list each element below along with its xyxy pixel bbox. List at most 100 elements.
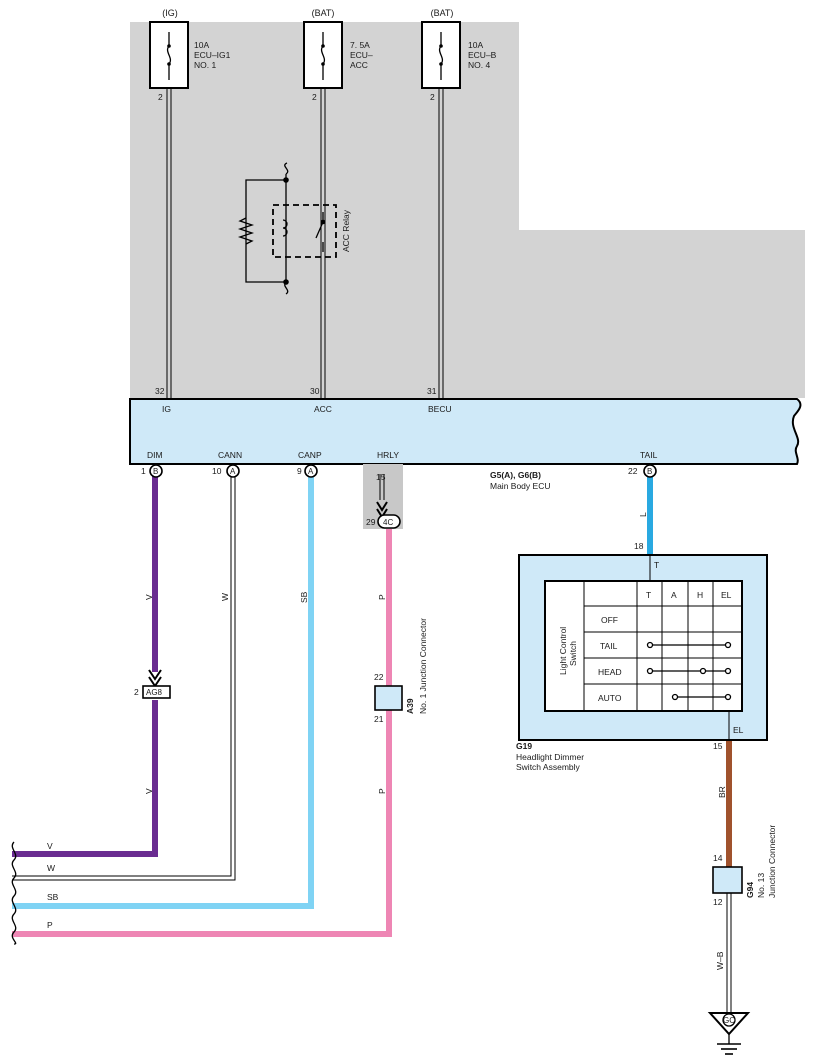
fuse-source-label: (IG) bbox=[162, 8, 178, 18]
hrly-wire bbox=[12, 474, 392, 937]
wire-label-w: W bbox=[220, 593, 230, 601]
ground-gc bbox=[707, 1012, 751, 1055]
ecu-name: Main Body ECU bbox=[490, 481, 550, 491]
fuse-name-2: NO. 1 bbox=[194, 60, 216, 70]
ecu-terminal-dim: DIM bbox=[147, 450, 163, 460]
fuse-name: ECU–B bbox=[468, 50, 497, 60]
table-grid bbox=[583, 581, 742, 711]
g94-pin-bottom: 12 bbox=[713, 897, 723, 907]
fuse-name: ECU–IG1 bbox=[194, 50, 231, 60]
junction-connector-a39 bbox=[374, 685, 403, 711]
ecu-terminal-becu: BECU bbox=[428, 404, 452, 414]
connector-4c-name: 4C bbox=[383, 518, 393, 527]
switch-code: G19 bbox=[516, 741, 532, 751]
connector-ag8 bbox=[142, 669, 171, 699]
wire-label-p: P bbox=[377, 594, 387, 600]
switch-pin-out: 15 bbox=[713, 741, 723, 751]
row-off: OFF bbox=[601, 615, 618, 625]
fuse-source-label: (BAT) bbox=[312, 8, 335, 18]
fuse-name-2: ACC bbox=[350, 60, 368, 70]
ecu-terminal-ig: IG bbox=[162, 404, 171, 414]
switch-terminal-t: T bbox=[654, 560, 659, 570]
cann-wire bbox=[12, 474, 236, 881]
ecu-terminal-hrly: HRLY bbox=[377, 450, 399, 460]
light-control-table bbox=[544, 580, 743, 712]
g94-name-2: Junction Connector bbox=[767, 825, 777, 898]
ecu-terminal-tail: TAIL bbox=[640, 450, 658, 460]
ecu-terminal-acc: ACC bbox=[314, 404, 332, 414]
a39-name: No. 1 Junction Connector bbox=[418, 618, 428, 714]
col-header-t: T bbox=[646, 590, 651, 600]
table-title-2: Switch bbox=[568, 641, 578, 666]
g94-pin-top: 14 bbox=[713, 853, 723, 863]
ecu-pin-becu: 31 bbox=[427, 386, 437, 396]
switch-name-2: Switch Assembly bbox=[516, 762, 581, 772]
wire-label-p-lower: P bbox=[377, 788, 387, 794]
connector-4c bbox=[376, 501, 401, 529]
ground-wire bbox=[726, 893, 732, 1013]
ecu-pin-dim: 1 bbox=[141, 466, 146, 476]
junction-connector-g94 bbox=[712, 866, 743, 894]
wire-label-v-lower: V bbox=[144, 788, 154, 794]
row-tail: TAIL bbox=[600, 641, 618, 651]
a39-pin-bottom: 21 bbox=[374, 714, 384, 724]
connector-4c-pin: 29 bbox=[366, 517, 376, 527]
switch-leads bbox=[649, 555, 730, 740]
fuse-ecu-ig1: (IG) 10A ECU–IG1 NO. 1 2 bbox=[149, 8, 231, 102]
wire-label-sb: SB bbox=[299, 591, 309, 603]
fuse-pin: 2 bbox=[430, 92, 435, 102]
continuation-edge bbox=[11, 841, 17, 945]
ecu-bottom-pins bbox=[149, 464, 657, 478]
ecu-pin-tail: 22 bbox=[628, 466, 638, 476]
edge-label-p: P bbox=[47, 920, 53, 930]
ecu-conn-letter: A bbox=[230, 467, 236, 476]
ecu-pin-canp: 9 bbox=[297, 466, 302, 476]
acc-relay-label: ACC Relay bbox=[341, 209, 351, 252]
fuse-rating: 10A bbox=[194, 40, 209, 50]
a39-pin-top: 22 bbox=[374, 672, 384, 682]
col-header-a: A bbox=[671, 590, 677, 600]
a39-code: A39 bbox=[405, 698, 415, 714]
ecu-pin-ig: 32 bbox=[155, 386, 165, 396]
wire-label-wb: W–B bbox=[715, 951, 725, 970]
connector-ag8-pin: 2 bbox=[134, 687, 139, 697]
row-auto: AUTO bbox=[598, 693, 622, 703]
fuse-pin: 2 bbox=[158, 92, 163, 102]
ecu-pin-cann: 10 bbox=[212, 466, 222, 476]
continuity-marks bbox=[646, 641, 732, 701]
fuse-rating: 7. 5A bbox=[350, 40, 370, 50]
fuse-pin: 2 bbox=[312, 92, 317, 102]
edge-label-v: V bbox=[47, 841, 53, 851]
acc-relay bbox=[237, 162, 337, 295]
ecu-conn-letter: B bbox=[153, 467, 158, 476]
switch-name: Headlight Dimmer bbox=[516, 752, 584, 762]
ground-name: GC bbox=[723, 1016, 735, 1025]
row-head: HEAD bbox=[598, 667, 622, 677]
edge-label-w: W bbox=[47, 863, 55, 873]
wire-label-v: V bbox=[144, 594, 154, 600]
dim-wire bbox=[12, 474, 158, 857]
fuse-relay-panel bbox=[130, 22, 805, 398]
main-body-ecu-box bbox=[129, 398, 802, 465]
col-header-el: EL bbox=[721, 590, 732, 600]
wire-label-l: L bbox=[638, 512, 648, 517]
fuse-name-2: NO. 4 bbox=[468, 60, 490, 70]
col-header-h: H bbox=[697, 590, 703, 600]
fuse-ecu-acc: (BAT) 7. 5A ECU– ACC 2 bbox=[303, 8, 373, 102]
fuse-ecu-b: (BAT) 10A ECU–B NO. 4 2 bbox=[421, 8, 497, 102]
switch-pin-in: 18 bbox=[634, 541, 644, 551]
fuse-source-label: (BAT) bbox=[431, 8, 454, 18]
fuse-name: ECU– bbox=[350, 50, 373, 60]
table-title: Light Control bbox=[558, 627, 568, 675]
fuse-wires bbox=[166, 88, 444, 398]
fuse-rating: 10A bbox=[468, 40, 483, 50]
ecu-code: G5(A), G6(B) bbox=[490, 470, 541, 480]
ecu-conn-letter: B bbox=[647, 467, 652, 476]
ecu-pin-acc: 30 bbox=[310, 386, 320, 396]
ecu-conn-letter: A bbox=[308, 467, 314, 476]
switch-terminal-el: EL bbox=[733, 725, 744, 735]
ecu-terminal-canp: CANP bbox=[298, 450, 322, 460]
g94-name: No. 13 bbox=[756, 873, 766, 898]
canp-wire bbox=[12, 474, 314, 909]
